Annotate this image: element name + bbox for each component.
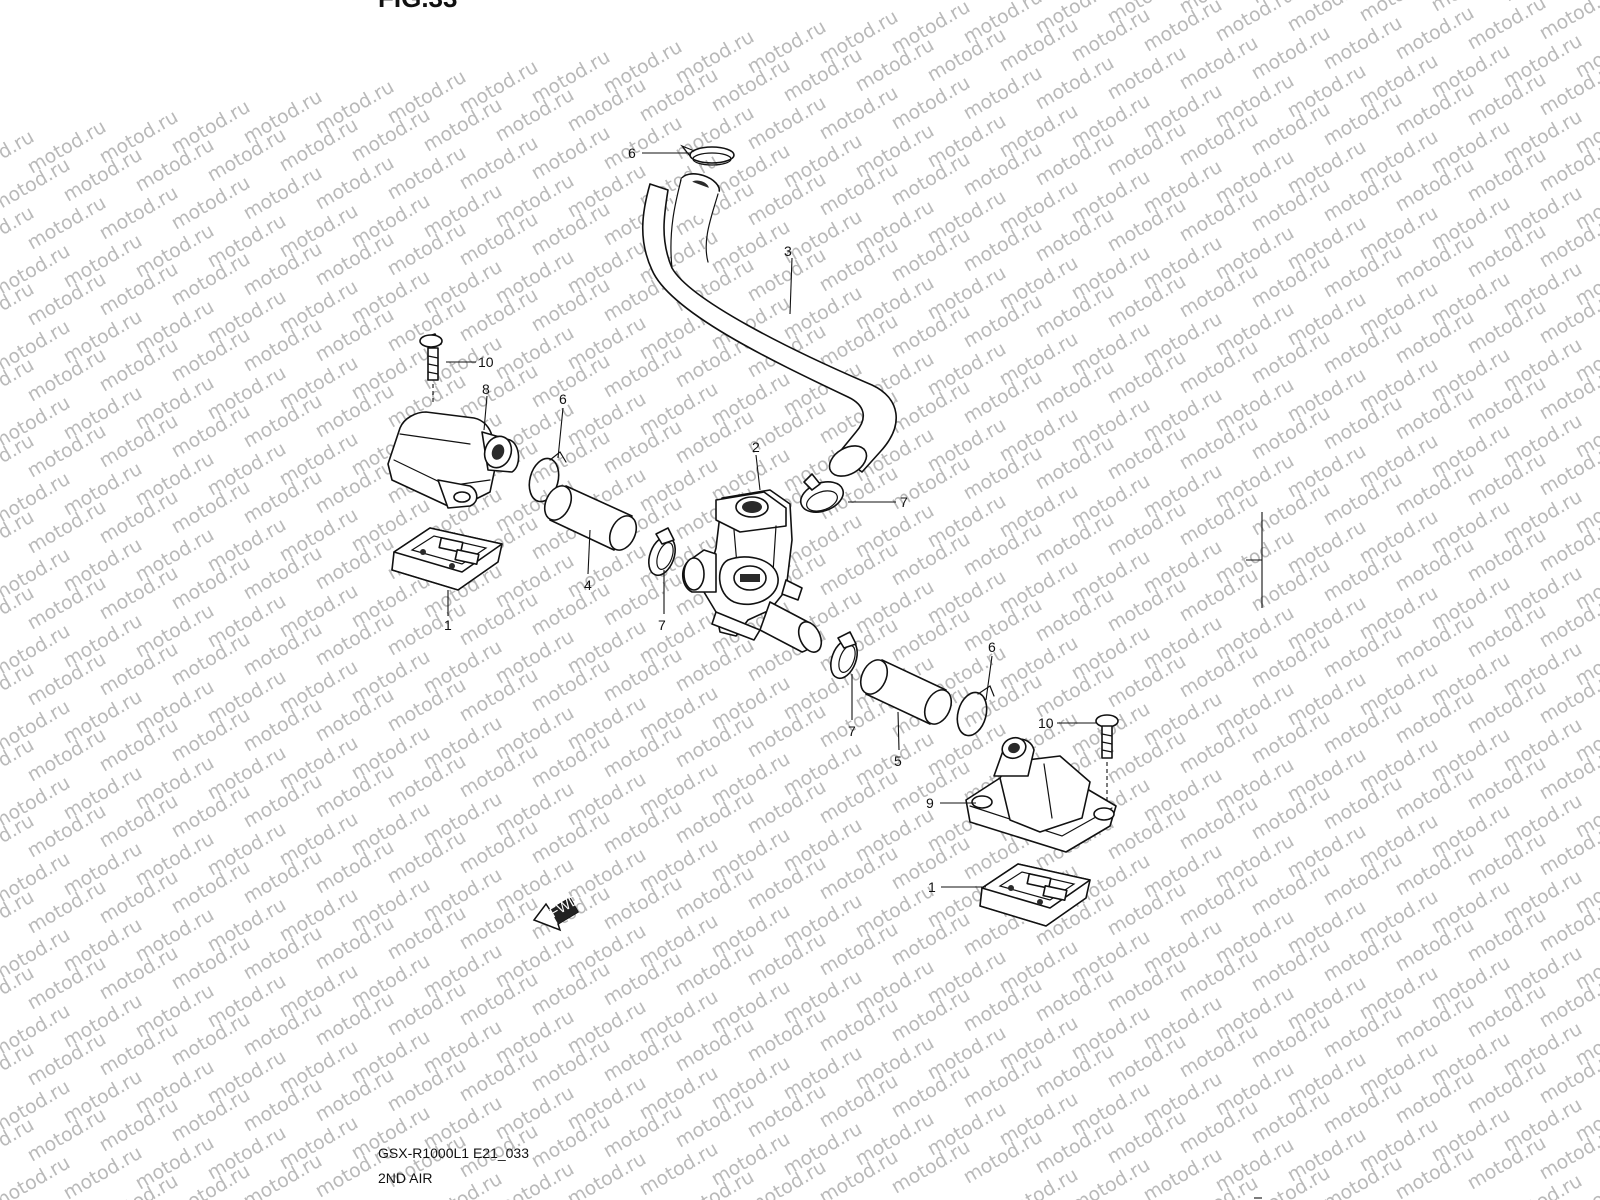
callout-c8: 8 bbox=[482, 381, 490, 397]
callout-c6a: 6 bbox=[628, 145, 636, 161]
hose-clip-6-left bbox=[528, 451, 567, 503]
callout-c7b: 7 bbox=[658, 617, 666, 633]
callout-c10b: 10 bbox=[1038, 715, 1054, 731]
callout-c10a: 10 bbox=[478, 354, 494, 370]
callout-c2: 2 bbox=[752, 439, 760, 455]
hose-clamp-7-upper bbox=[799, 473, 845, 513]
reed-valve-cover-9 bbox=[965, 736, 1117, 853]
reed-valve-1-right bbox=[979, 863, 1091, 927]
callout-c4: 4 bbox=[584, 577, 592, 593]
callout-c9: 9 bbox=[926, 795, 934, 811]
callout-c5: 5 bbox=[894, 753, 902, 769]
callout-c3: 3 bbox=[784, 243, 792, 259]
callout-c1a: 1 bbox=[444, 617, 452, 633]
model-code: GSX-R1000L1 E21_033 bbox=[378, 1145, 529, 1161]
watermark-text: motod.ru bbox=[0, 1162, 2, 1200]
pair-valve-2 bbox=[681, 489, 823, 653]
callout-c6b: 6 bbox=[559, 391, 567, 407]
reed-valve-cover-8 bbox=[387, 411, 520, 509]
callout-c1b: 1 bbox=[928, 879, 936, 895]
figure-title: FIG.33 bbox=[378, 0, 457, 14]
hose-clamp-7-left bbox=[648, 527, 676, 577]
hose-5 bbox=[859, 659, 953, 725]
bolt-10-left bbox=[419, 333, 443, 404]
hose-4 bbox=[543, 485, 638, 551]
hose-clamp-7-lower bbox=[830, 631, 858, 680]
callout-leaders bbox=[446, 152, 1096, 888]
callout-c7c: 7 bbox=[848, 723, 856, 739]
bolt-10-right bbox=[1095, 714, 1119, 800]
callout-c6c: 6 bbox=[988, 639, 996, 655]
hose-3 bbox=[641, 173, 897, 477]
callout-labels: 6 3 10 8 6 2 7 4 7 1 6 7 5 10 9 1 bbox=[444, 145, 1054, 895]
section-name: 2ND AIR bbox=[378, 1170, 433, 1186]
hose-clip-6-right bbox=[956, 685, 995, 737]
callout-c7a: 7 bbox=[900, 494, 908, 510]
reed-valve-1-left bbox=[391, 527, 503, 591]
